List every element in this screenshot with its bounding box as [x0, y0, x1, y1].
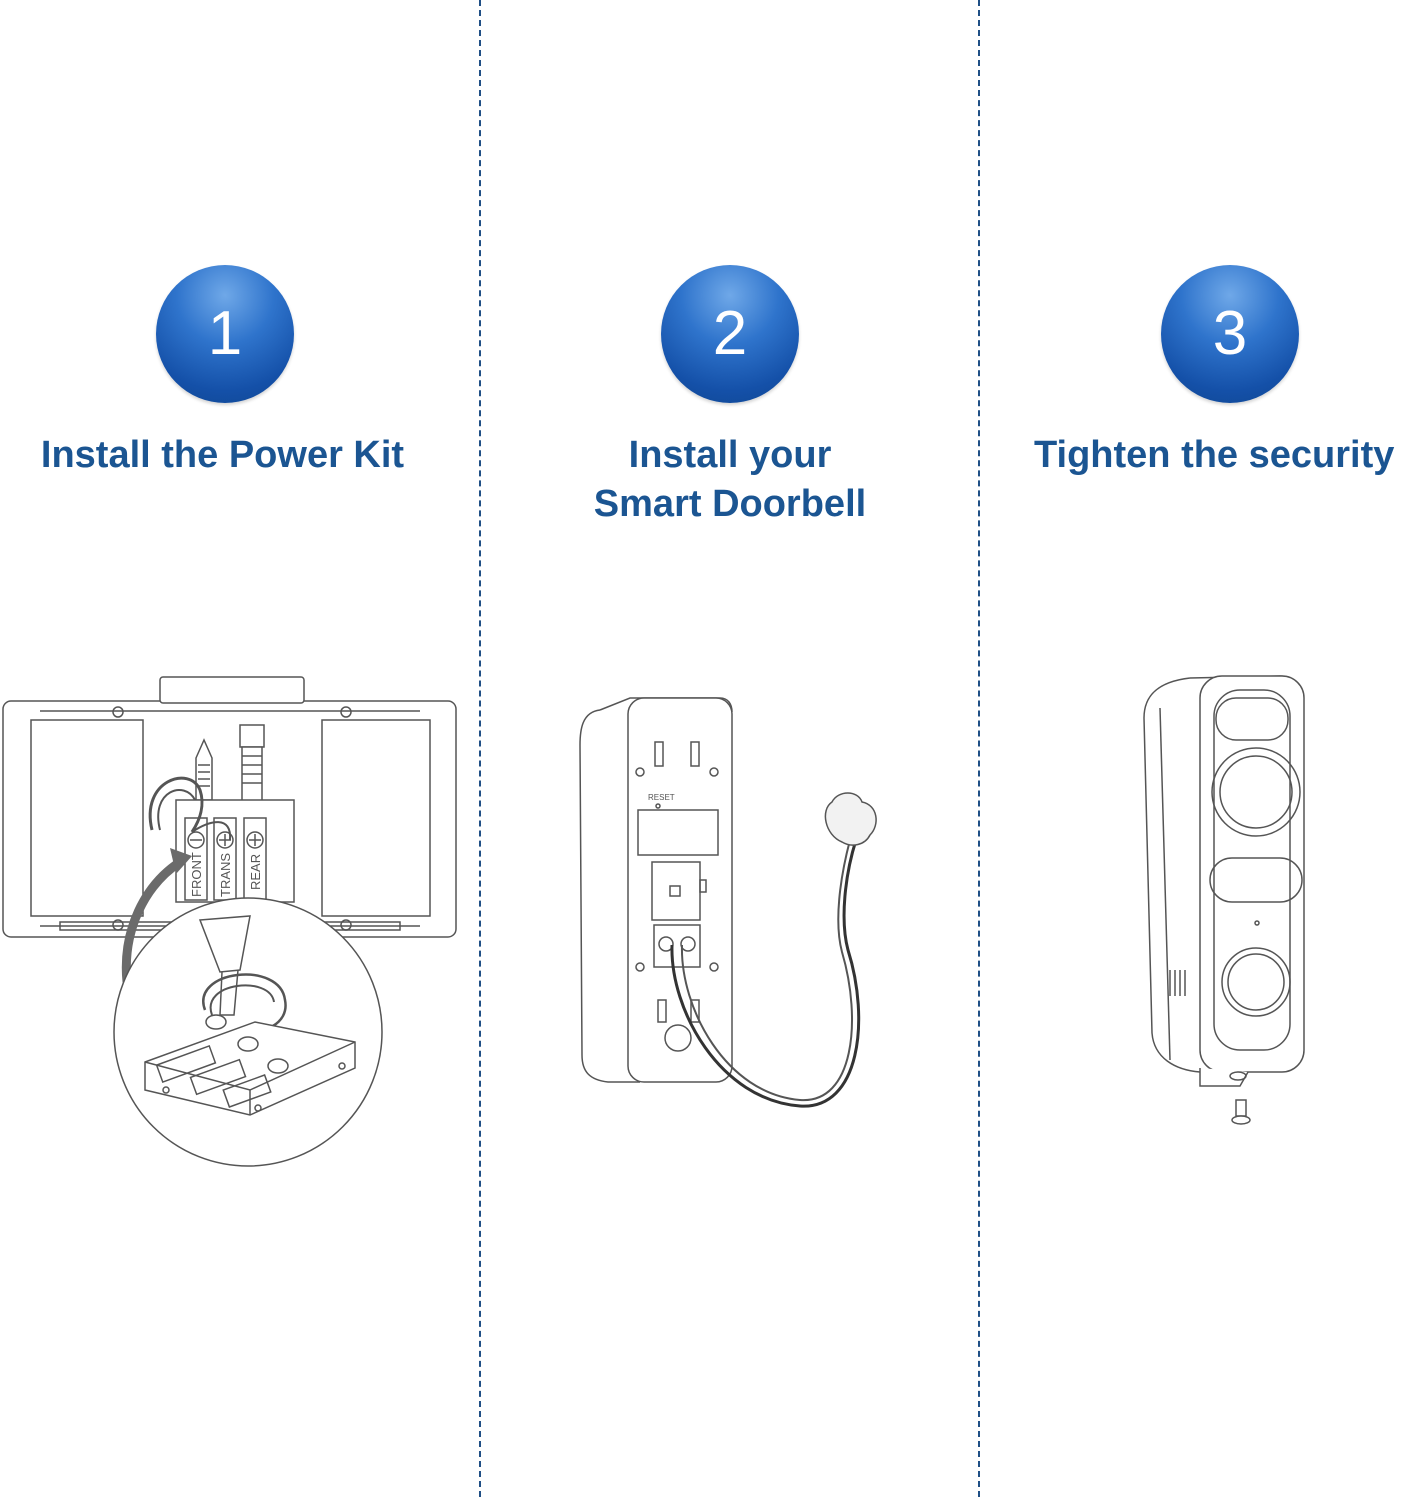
step-2-title-line-1: Install your	[628, 434, 832, 476]
step-2-title-line-2: Smart Doorbell	[593, 483, 867, 525]
step-3-title: Tighten the security	[1034, 434, 1395, 476]
step-1-title: Install the Power Kit	[40, 434, 405, 476]
terminal-label-front: FRONT	[189, 852, 204, 897]
terminal-label-rear: REAR	[248, 854, 263, 890]
step-1-badge: 1	[156, 265, 294, 403]
doorbell-reset-label: RESET	[648, 793, 675, 802]
terminal-label-trans: TRANS	[218, 853, 233, 897]
step-2-title: Install your Smart Doorbell	[530, 431, 930, 529]
step-3-badge: 3	[1161, 265, 1299, 403]
step-2-badge: 2	[661, 265, 799, 403]
column-divider-1	[479, 0, 481, 1497]
power-kit-illustration: FRONT TRANS REAR	[2, 676, 457, 1167]
column-divider-2	[978, 0, 980, 1497]
doorbell-install-illustration: RESET	[579, 697, 877, 1108]
doorbell-front-illustration	[1143, 675, 1305, 1125]
